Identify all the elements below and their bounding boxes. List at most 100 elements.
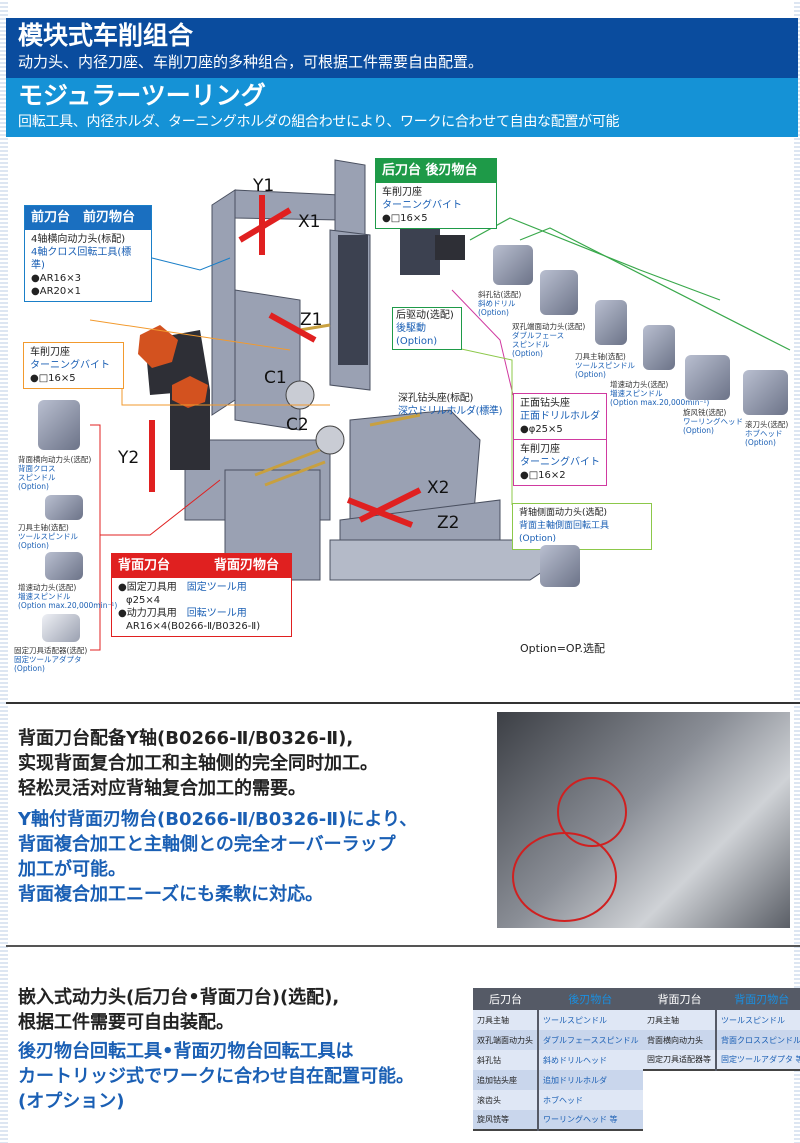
back-live-cn: ●动力刀具用 [118,608,177,619]
option-angle-drill: 斜孔钻(选配)斜めドリル(Option) [478,290,521,317]
section2-jp-line: 背面複合加工ニーズにも柔軟に対応。 [18,884,324,905]
table-row: 追加钻头座追加ドリルホルダ [473,1070,643,1090]
table-cell: 追加钻头座 [473,1070,538,1090]
table-row: 滚齿头ホブヘッド [473,1090,643,1110]
back-speed-spindle-image [45,552,83,580]
double-face-spindle-image [540,270,578,315]
table-row: 双孔端面动力头ダブルフェーススピンドル [473,1030,643,1050]
machine-photo [497,712,790,928]
option-label-line: ツールスピンドル [18,532,78,541]
turning-right-jp: ターニングバイト [520,457,600,468]
option-label-line: 双孔端面动力头(选配) [512,322,586,331]
table-cell: ツールスピンドル [715,1010,800,1030]
option-speed-spindle: 增速动力头(选配)増速スピンドル(Option max.20,000min⁻¹) [610,380,709,407]
header-cn: 模块式车削组合 动力头、内径刀座、车削刀座的多种组合，可根据工件需要自由配置。 [6,18,798,78]
option-label-line: 斜孔钻(选配) [478,290,522,299]
back-cross-spindle-image [38,400,80,450]
front-turret-box: 前刀台 前刃物台 4轴横向动力头(标配) 4軸クロス回転工具(標準) ●AR16… [24,205,152,302]
section3-cn-line: 嵌入式动力头(后刀台•背面刀台)(选配), [18,987,340,1008]
turning-left-cn: 车削刀座 [30,347,70,358]
table-cell: 双孔端面动力头 [473,1030,538,1050]
axis-label-c2: C2 [286,415,309,435]
option-label-line: 刀具主轴(选配) [18,523,69,532]
table-cell: 斜孔钻 [473,1050,538,1070]
option-label-line: 固定刀具适配器(选配) [14,646,88,655]
option-tool-spindle: 刀具主轴(选配)ツールスピンドル(Option) [575,352,635,379]
front-drill-cn: 正面钻头座 [520,398,570,409]
tool-spindle-image [595,300,627,345]
back-fixed-jp: 固定ツール用 [186,582,247,593]
table-cell: 背面クロススピンドル [715,1030,800,1050]
divider-2 [6,945,800,947]
rear-drive-box: 后驱动(选配) 後駆動(Option) [392,307,462,350]
subtitle-jp: 回転工具、内径ホルダ、ターニングホルダの組合わせにより、ワークに合わせて自由な配… [18,114,620,130]
front-drill-spec: ●φ25×5 [520,424,563,435]
rear-spec: ●□16×5 [382,213,428,224]
front-turret-cn: 4轴横向动力头(标配) [31,234,126,245]
back-live-jp: 回転ツール用 [186,608,247,619]
table-header: 后刀台 [473,988,538,1010]
side-spindle-tool-image [540,545,580,587]
side-spindle-box: 背轴侧面动力头(选配) 背面主軸側面回転工具(Option) [512,503,652,550]
table-row: 斜孔钻斜めドリルヘッド [473,1050,643,1070]
rear-turret-table: 后刀台後刃物台 刀具主轴ツールスピンドル 双孔端面动力头ダブルフェーススピンドル… [473,988,643,1131]
axis-label-x1: X1 [298,212,321,232]
highlight-circle [512,832,617,922]
front-turret-title: 前刀台 前刃物台 [25,206,151,230]
table-cell: ホブヘッド [537,1090,643,1110]
hob-head-image [743,370,788,415]
axis-label-y2: Y2 [118,448,140,468]
deep-drill-cn: 深孔钻头座(标配) [398,393,474,404]
table-cell: ワーリングヘッド 等 [537,1110,643,1130]
option-label-line: 滚刀头(选配) [745,420,789,429]
option-label-line: 刀具主轴(选配) [575,352,626,361]
axis-label-z1: Z1 [300,310,323,330]
table-cell: 斜めドリルヘッド [537,1050,643,1070]
option-back-speed-spindle: 增速动力头(选配)増速スピンドル(Option max.20,000min⁻¹) [18,583,117,610]
section2-cn-line: 轻松灵活对应背轴复合加工的需要。 [18,778,306,799]
section2-cn-line: 背面刀台配备Y轴(B0266-Ⅱ/B0326-Ⅱ), [18,728,354,749]
back-turret-title-cn: 背面刀台 [118,558,171,573]
section2-text: 背面刀台配备Y轴(B0266-Ⅱ/B0326-Ⅱ), 实现背面复合加工和主轴侧的… [18,726,417,907]
option-fixed-adapter: 固定刀具适配器(选配)固定ツールアダプタ(Option) [14,646,87,673]
option-label-line: (Option) [745,438,776,447]
option-whirling-head: 旋风铣(选配)ワーリングヘッド(Option) [683,408,743,435]
option-label-line: 背面クロス [18,464,56,473]
option-label-line: (Option) [14,664,45,673]
table-cell: 固定ツールアダプタ 等 [715,1050,800,1070]
front-drill-jp: 正面ドリルホルダ [520,411,600,422]
turning-left-spec: ●□16×5 [30,373,76,384]
back-tool-spindle-image [45,495,83,520]
turning-holder-left-box: 车削刀座 ターニングバイト ●□16×5 [23,342,124,389]
section3-jp-line: 後刃物台回転工具•背面刃物台回転工具は [18,1041,354,1062]
table-row: 刀具主轴ツールスピンドル [643,1010,800,1030]
option-hob-head: 滚刀头(选配)ホブヘッド(Option) [745,420,788,447]
turning-right-cn: 车削刀座 [520,444,560,455]
title-jp: モジュラーツーリング [18,81,266,110]
table-row: 背面横向动力头背面クロススピンドル [643,1030,800,1050]
deep-drill-jp: 深穴ドリルホルダ(標準) [398,406,503,417]
option-label-line: ツールスピンドル [575,361,635,370]
turning-right-spec: ●□16×2 [520,470,566,481]
option-label-line: スピンドル [18,473,56,482]
option-note: Option=OP.选配 [520,642,606,655]
rear-turret-box: 后刀台 後刃物台 车削刀座 ターニングバイト ●□16×5 [375,158,497,229]
option-label-line: 増速スピンドル [18,592,71,601]
option-label-line: スピンドル [512,340,550,349]
option-double-face: 双孔端面动力头(选配)ダブルフェーススピンドル(Option) [512,322,585,358]
turning-left-jp: ターニングバイト [30,360,110,371]
option-label-line: 增速动力头(选配) [18,583,77,592]
table-cell: 刀具主轴 [643,1010,716,1030]
section3-jp-line: カートリッジ式でワークに合わせ自在配置可能。 [18,1066,414,1087]
angle-drill-image [493,245,533,285]
divider-1 [6,702,800,704]
option-label-line: 増速スピンドル [610,389,663,398]
rear-jp: ターニングバイト [382,200,462,211]
axis-label-x2: X2 [427,478,450,498]
axis-label-y1: Y1 [253,176,275,196]
side-spindle-cn: 背轴侧面动力头(选配) [519,508,608,518]
table-row: 固定刀具适配器等固定ツールアダプタ 等 [643,1050,800,1070]
section2-jp-line: 加工が可能。 [18,859,126,880]
section3-jp-line: (オプション) [18,1091,125,1112]
rear-drive-cn: 后驱动(选配) [396,310,454,321]
